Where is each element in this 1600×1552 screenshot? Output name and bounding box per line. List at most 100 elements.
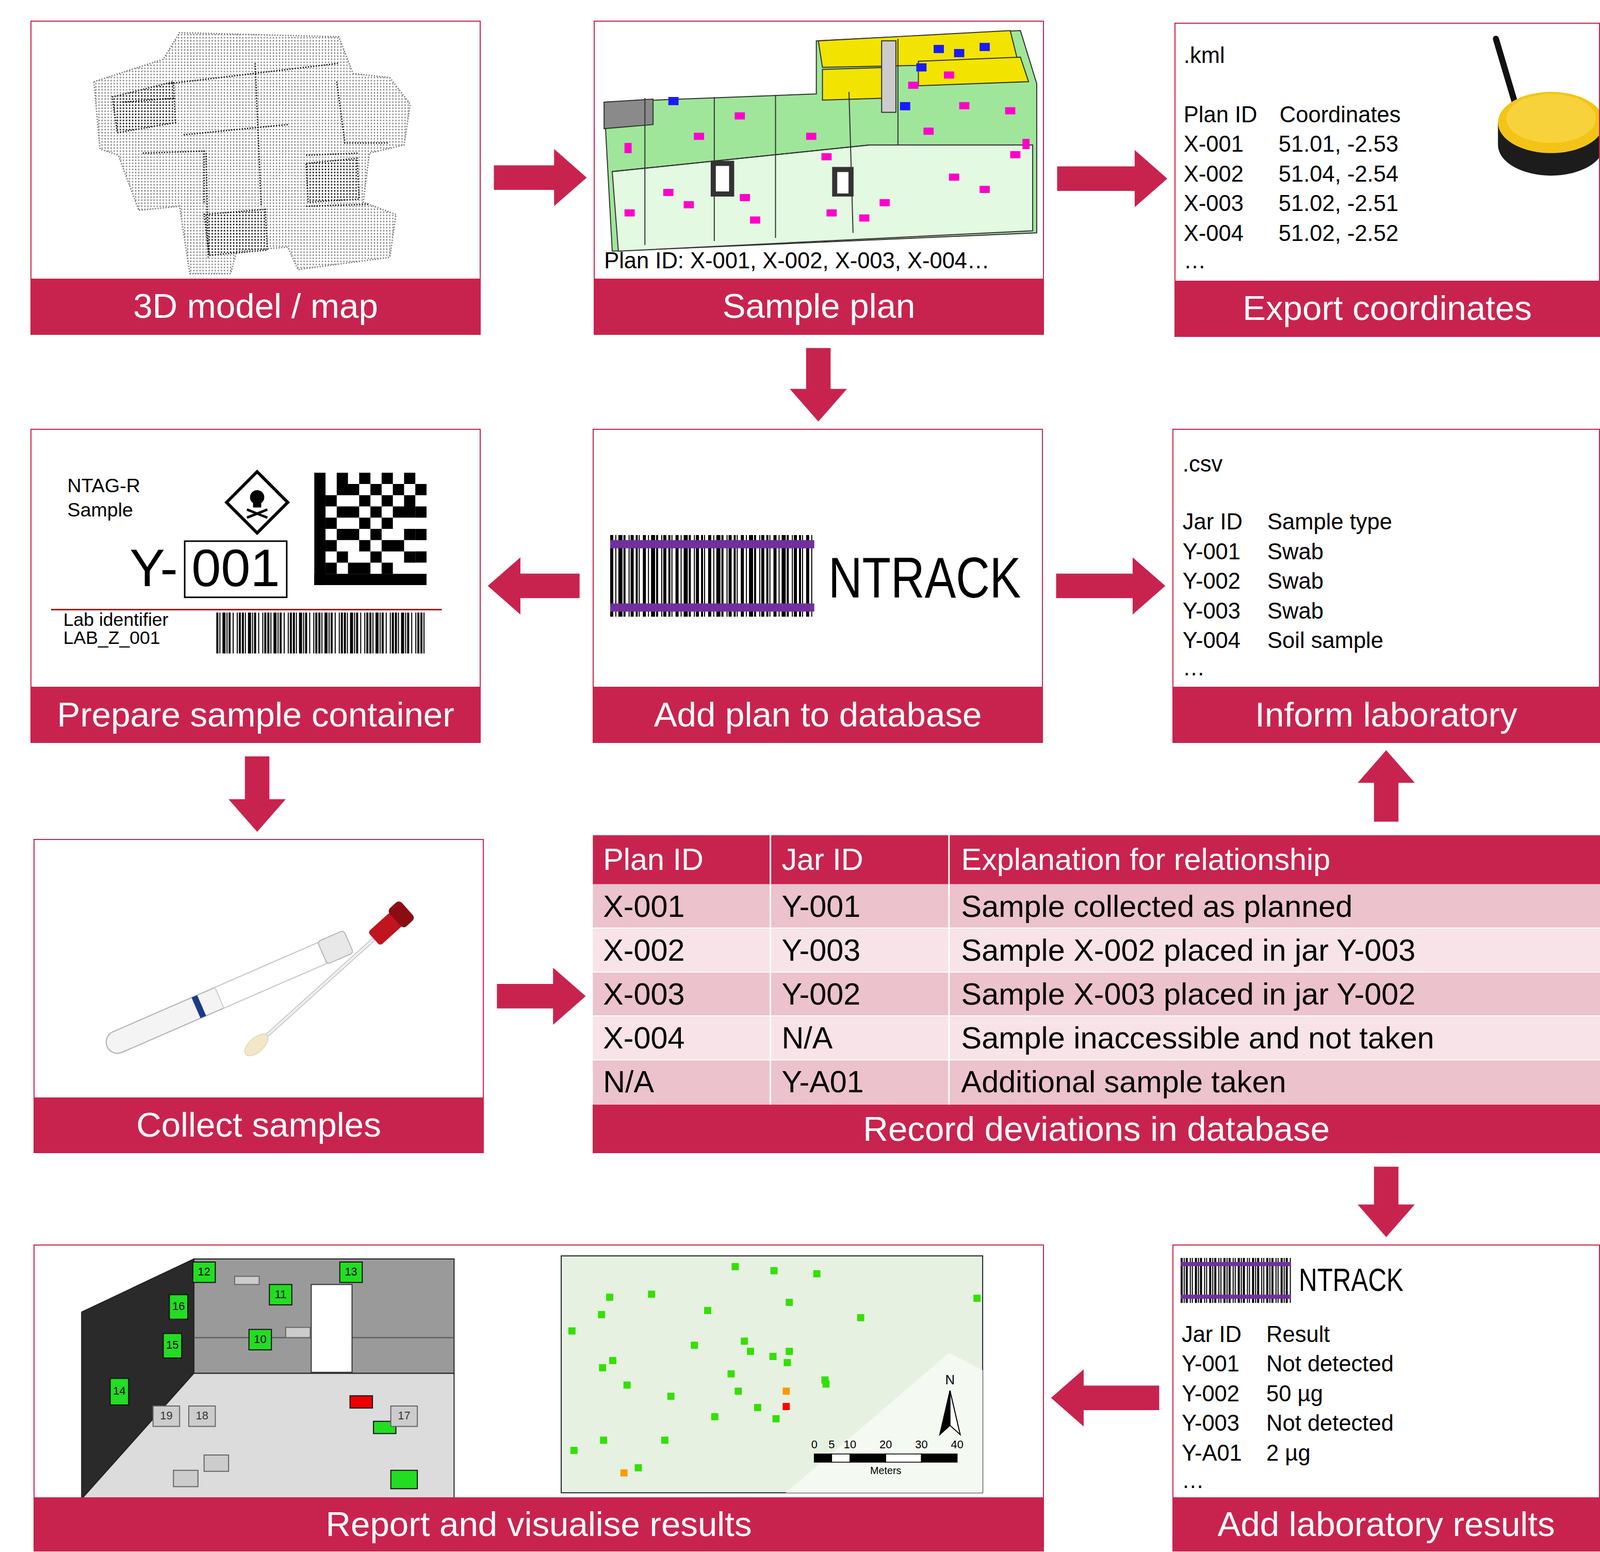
coordinate-cell: 51.02, -2.51 (1278, 190, 1399, 217)
result-marker (647, 1290, 656, 1298)
result-marker (234, 1276, 259, 1285)
logo-text: NTRACK (828, 544, 1021, 611)
result-marker (350, 1395, 373, 1408)
planned-sample-marker (933, 44, 944, 54)
data-matrix-code (415, 506, 427, 518)
result-marker (339, 1261, 363, 1283)
result-marker (568, 1262, 981, 1472)
result-marker (822, 1380, 830, 1388)
result-marker (620, 1468, 628, 1477)
callout-number: 11 (274, 1288, 287, 1300)
planned-sample-marker (916, 63, 927, 72)
result-cell: Y-003 (1181, 1409, 1240, 1436)
gps-receiver (1497, 91, 1600, 154)
flow-arrow (1057, 150, 1168, 208)
barcode (216, 612, 427, 653)
table-grid (592, 971, 1600, 1016)
building-model (881, 40, 896, 113)
result-marker (285, 1327, 310, 1338)
coordinate-cell: X-004 (1183, 220, 1244, 247)
point-cloud-map (204, 209, 268, 256)
result-marker (609, 1356, 617, 1364)
result-cell: Jar ID (1181, 1320, 1242, 1347)
step-title: 3D model / map (133, 286, 379, 325)
result-marker (769, 1352, 777, 1360)
results-map (561, 1255, 983, 1493)
table-cell: Sample inaccessible and not taken (961, 1020, 1435, 1056)
point-cloud-map (112, 81, 176, 133)
caption-band: 3D model / map (31, 278, 480, 334)
swab-stick (240, 1029, 272, 1060)
planned-sample-marker (923, 127, 934, 135)
csv-cell: Y-001 (1182, 538, 1241, 565)
caption-band: Export coordinates (1175, 280, 1599, 336)
result-marker (188, 1405, 216, 1427)
map-scale-text: 0 (811, 1437, 818, 1451)
table-grid (592, 835, 1600, 885)
callout-number: 13 (344, 1265, 357, 1278)
table-grid (592, 1015, 1600, 1017)
planned-sample-marker (668, 96, 679, 106)
caption-band: Collect samples (34, 1097, 483, 1153)
building-model (836, 171, 850, 194)
result-marker (734, 1386, 742, 1395)
step-title: Prepare sample container (57, 695, 455, 734)
table-cell: Y-002 (781, 976, 861, 1012)
data-matrix-code (325, 483, 416, 574)
coordinate-cell: X-001 (1183, 131, 1244, 157)
table-grid (592, 1058, 1600, 1060)
hazard-symbol (226, 471, 288, 533)
logo-barcode (610, 540, 815, 612)
table-grid (592, 884, 1600, 928)
result-marker (606, 1293, 614, 1301)
step-title: Report and visualise results (325, 1504, 753, 1543)
swab-stick (386, 899, 416, 929)
flow-arrow (1357, 1166, 1415, 1237)
result-marker (249, 1329, 272, 1350)
coordinate-cell: 51.02, -2.52 (1278, 220, 1399, 247)
result-cell: … (1181, 1466, 1205, 1493)
table-cell: Sample X-002 placed in jar Y-003 (961, 932, 1416, 968)
flow-arrow (1056, 557, 1166, 615)
table-cell: Y-003 (781, 932, 861, 968)
label-divider (51, 608, 443, 611)
point-cloud-map (305, 153, 359, 156)
point-cloud-map (336, 81, 388, 143)
result-cell: 2 µg (1266, 1439, 1311, 1466)
container-label-text: Lab identifier LAB_Z_001 (63, 610, 207, 648)
callout-number: 18 (196, 1409, 209, 1422)
planned-sample-marker (668, 42, 990, 111)
point-cloud-map (93, 32, 411, 274)
building-model (603, 30, 1037, 251)
table-cell: Y-A01 (781, 1064, 864, 1100)
result-marker (782, 1402, 790, 1410)
flow-arrow (789, 348, 847, 422)
result-marker (269, 1284, 292, 1305)
result-marker (772, 1414, 780, 1423)
csv-cell: Sample type (1267, 508, 1393, 535)
planned-sample-marker (949, 173, 960, 181)
table-cell: Explanation for relationship (961, 841, 1331, 877)
flow-arrow (487, 557, 580, 615)
north-arrow (950, 1390, 961, 1434)
callout-number: 12 (198, 1265, 211, 1278)
planned-sample-marker (624, 142, 632, 154)
planned-sample-marker (900, 102, 911, 111)
result-marker (153, 1405, 180, 1427)
results-map (785, 1352, 983, 1493)
caption-band: Inform laboratory (1173, 686, 1599, 742)
data-matrix-code (381, 472, 394, 484)
building-model (603, 30, 1037, 251)
csv-cell: Swab (1267, 538, 1324, 565)
result-marker (634, 1463, 643, 1472)
csv-cell: Y-003 (1182, 597, 1241, 624)
step-title: Record deviations in database (862, 1109, 1330, 1148)
flow-arrow (496, 967, 586, 1025)
planned-sample-marker (749, 216, 761, 224)
coordinate-cell: … (1183, 247, 1207, 274)
caption-band: Add plan to database (593, 686, 1042, 742)
result-cell: Y-001 (1181, 1350, 1240, 1377)
map-scale-text: N (945, 1372, 956, 1388)
table-cell: X-004 (602, 1020, 685, 1056)
